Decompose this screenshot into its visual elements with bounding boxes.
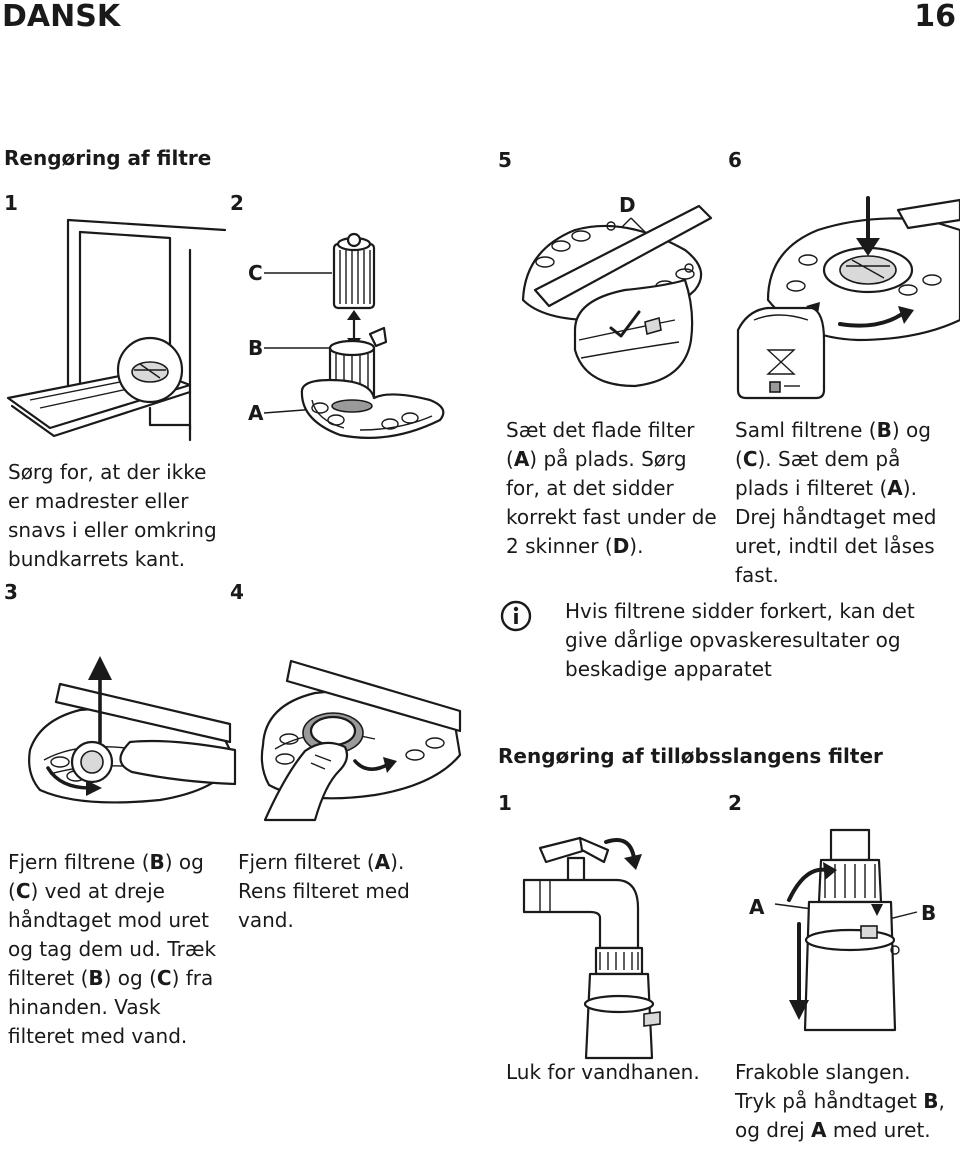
remove-filter-illustration <box>28 656 237 804</box>
hose-section-title: Rengøring af tilløbsslangens filter <box>498 744 883 768</box>
hose-step-2-number: 2 <box>728 791 742 815</box>
hose-step-1-text: Luk for vandhanen. <box>506 1060 700 1084</box>
step-1-text: Sørg for, at der ikke er madrester eller… <box>8 460 217 571</box>
hose-filter-illustration: A B <box>749 828 936 1032</box>
reassemble-filters-illustration <box>736 196 960 400</box>
label-a: A <box>248 401 264 425</box>
step-1-number: 1 <box>4 191 18 215</box>
step-2-number: 2 <box>230 191 244 215</box>
dishwasher-open-illustration <box>6 218 227 442</box>
filter-section-title: Rengøring af filtre <box>4 146 212 170</box>
hose-step-2-text: Frakoble slangen. Tryk på håndtaget B, o… <box>735 1060 945 1142</box>
step-3-text: Fjern filtrene (B) og (C) ved at dreje h… <box>8 850 217 1048</box>
step-5-text: Sæt det flade filter (A) på plads. Sørg … <box>506 418 717 558</box>
step-5-number: 5 <box>498 148 512 172</box>
remove-flat-filter-illustration <box>260 659 462 822</box>
tap-close-illustration <box>522 836 661 1060</box>
label-b: B <box>248 336 263 360</box>
step-6-number: 6 <box>728 148 742 172</box>
filter-assembly-illustration: C B A <box>248 232 445 439</box>
hose-label-b: B <box>921 901 936 925</box>
info-note-text: Hvis filtrene sidder forkert, kan det gi… <box>565 599 915 681</box>
flat-filter-rails-illustration: D <box>521 193 713 388</box>
hose-label-a: A <box>749 895 765 919</box>
step-4-number: 4 <box>230 580 244 604</box>
step-3-number: 3 <box>4 580 18 604</box>
step-6-text: Saml filtrene (B) og (C). Sæt dem på pla… <box>735 418 937 587</box>
language-heading: DANSK <box>2 0 121 34</box>
info-circle-icon <box>500 600 532 632</box>
hose-step-1-number: 1 <box>498 791 512 815</box>
label-c: C <box>248 261 263 285</box>
step-4-text: Fjern filteret (A). Rens filteret med va… <box>238 850 410 932</box>
page-number: 16 <box>914 0 956 34</box>
label-d: D <box>619 193 636 217</box>
